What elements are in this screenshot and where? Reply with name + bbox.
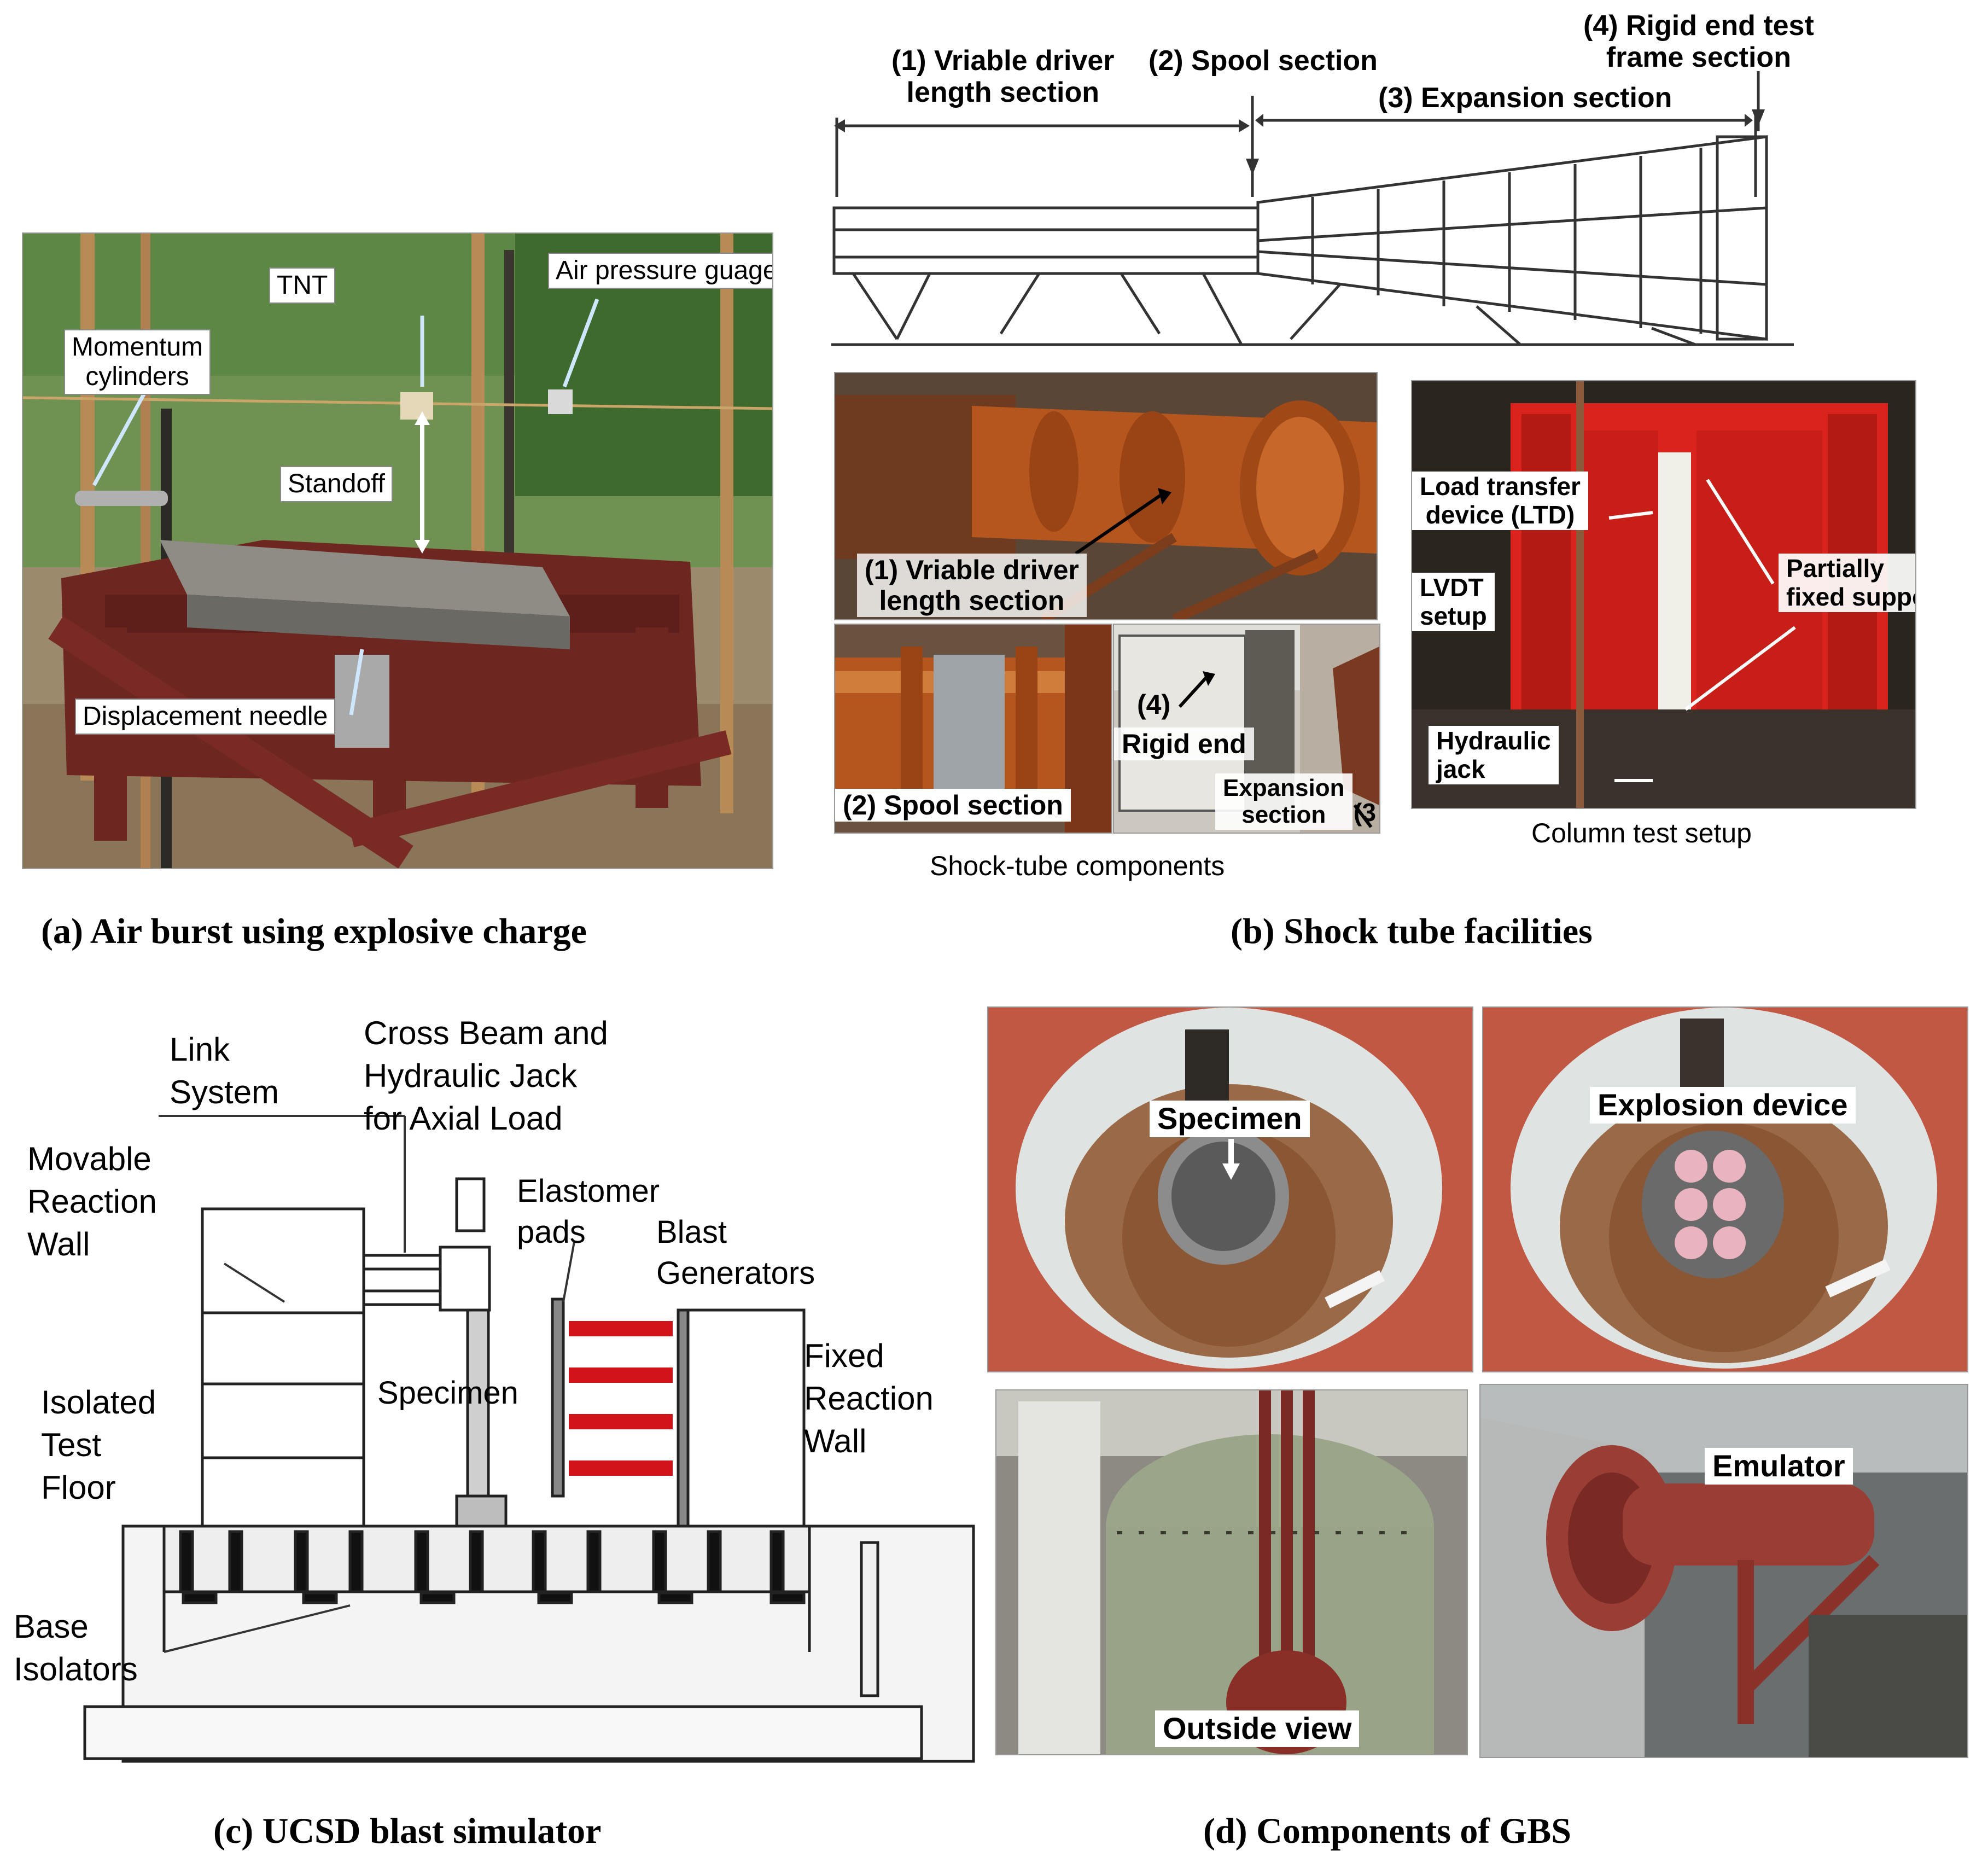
spool-section-photo: (2) Spool section xyxy=(834,624,1112,834)
gbs-emulator-label: Emulator xyxy=(1705,1448,1853,1485)
caption-a: (a) Air burst using explosive charge xyxy=(41,911,587,951)
caption-b: (b) Shock tube facilities xyxy=(1231,911,1593,951)
base-isolators-label: Base Isolators xyxy=(14,1608,138,1687)
momentum-label: Momentum cylinders xyxy=(64,329,211,395)
cross-beam-label: Cross Beam and Hydraulic Jack for Axial … xyxy=(364,1015,608,1137)
gbs-specimen-photo: Specimen xyxy=(987,1006,1473,1372)
movable-wall-label: Movable Reaction Wall xyxy=(27,1140,157,1262)
gbs-emulator-photo: Emulator xyxy=(1479,1384,1968,1758)
link-system-label: Link System xyxy=(170,1031,279,1110)
shock-tube-components-caption: Shock-tube components xyxy=(930,851,1225,881)
caption-c: (c) UCSD blast simulator xyxy=(213,1811,602,1851)
spool-photo-label: (2) Spool section xyxy=(835,789,1071,822)
gbs-outside-label: Outside view xyxy=(1155,1710,1360,1747)
tnt-label: TNT xyxy=(269,267,336,304)
gbs-explosion-label: Explosion device xyxy=(1590,1087,1856,1124)
schematic-driver-label: (1) Vriable driver length section xyxy=(891,45,1115,109)
ltd-label: Load transfer device (LTD) xyxy=(1412,472,1588,531)
blast-generators-label: Blast Generators xyxy=(656,1214,815,1291)
air-burst-photo: TNT Air pressure guage Momentum cylinder… xyxy=(22,232,773,869)
driver-section-photo: (1) Vriable driver length section xyxy=(834,372,1378,620)
rigid-number-label: (4) xyxy=(1137,689,1171,720)
gbs-specimen-scene xyxy=(988,1008,1472,1371)
gbs-specimen-label: Specimen xyxy=(1150,1101,1310,1137)
schematic-spool-label: (2) Spool section xyxy=(1149,45,1378,77)
gbs-outside-photo: Outside view xyxy=(995,1389,1468,1755)
schematic-expansion-label: (3) Expansion section xyxy=(1378,82,1672,114)
air-pressure-label: Air pressure guage xyxy=(548,253,772,289)
caption-d: (d) Components of GBS xyxy=(1203,1811,1571,1851)
expansion-photo-label: Expansion section xyxy=(1215,773,1352,830)
rigid-end-photo-label: Rigid end xyxy=(1114,728,1254,760)
air-burst-scene xyxy=(23,234,772,868)
column-test-photo: Load transfer device (LTD) LVDT setup Pa… xyxy=(1411,380,1916,809)
elastomer-label: Elastomer pads xyxy=(517,1173,660,1250)
gbs-explosion-photo: Explosion device xyxy=(1482,1006,1968,1372)
standoff-label: Standoff xyxy=(280,466,393,502)
hydraulic-jack-label: Hydraulic jack xyxy=(1429,726,1559,785)
spool-scene xyxy=(835,625,1111,833)
gbs-emulator-scene xyxy=(1480,1385,1967,1757)
specimen-label-c: Specimen xyxy=(377,1375,518,1411)
schematic-rigid-end-label: (4) Rigid end test frame section xyxy=(1583,10,1814,74)
fixed-wall-label: Fixed Reaction Wall xyxy=(804,1337,934,1459)
gbs-explosion-scene xyxy=(1483,1008,1967,1371)
lvdt-label: LVDT setup xyxy=(1412,573,1495,632)
displacement-label: Displacement needle xyxy=(75,699,336,735)
gbs-outside-scene xyxy=(996,1390,1467,1754)
partial-support-label: Partially fixed supports xyxy=(1779,554,1915,613)
rigid-end-photo: (4) Rigid end Expansion section (3 xyxy=(1113,624,1380,834)
expansion-number-label: (3 xyxy=(1354,798,1376,827)
isolated-floor-label: Isolated Test Floor xyxy=(41,1384,156,1506)
driver-photo-label: (1) Vriable driver length section xyxy=(857,554,1087,617)
column-test-caption: Column test setup xyxy=(1531,818,1752,848)
